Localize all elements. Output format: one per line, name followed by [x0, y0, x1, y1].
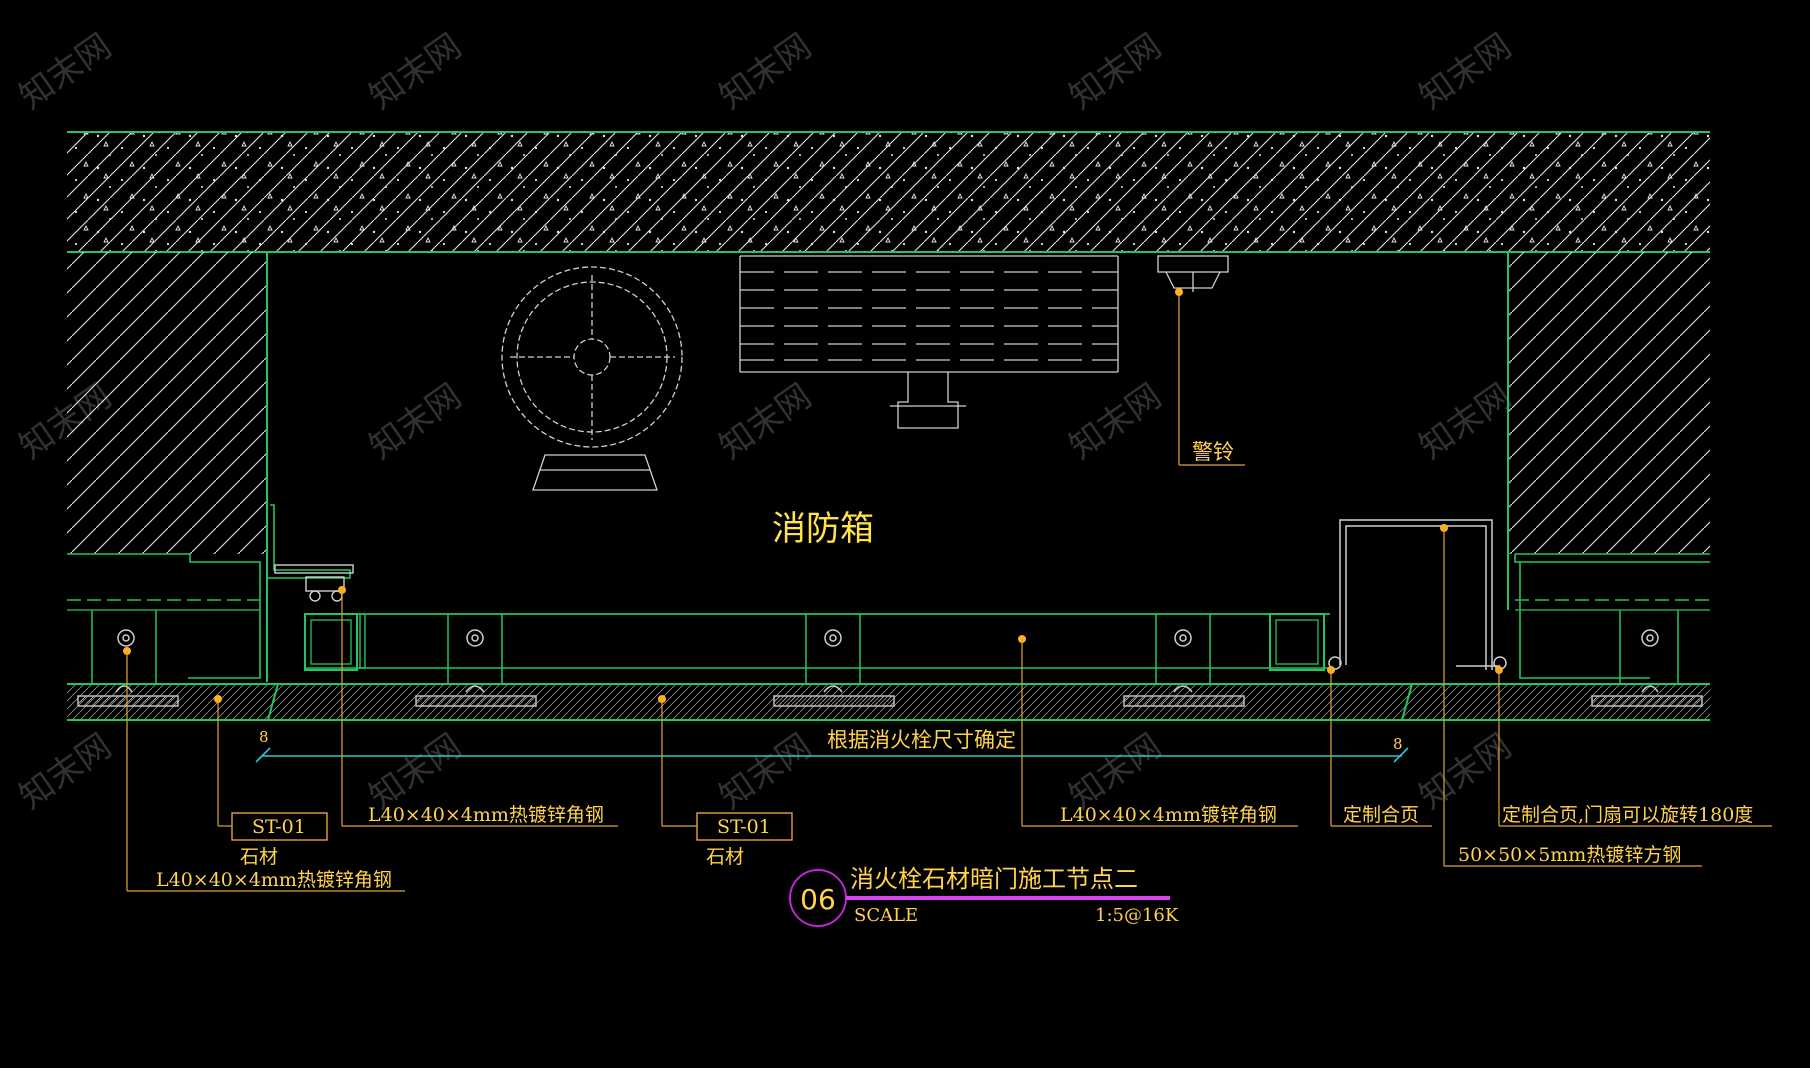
fire-box-label: 消防箱	[772, 509, 874, 549]
svg-text:石材: 石材	[706, 846, 744, 868]
svg-text:L40×40×4mm镀锌角钢: L40×40×4mm镀锌角钢	[1060, 804, 1277, 826]
callout-alarm-bell: 警铃	[1175, 288, 1245, 466]
svg-text:知末网: 知末网	[1412, 376, 1518, 467]
svg-text:50×50×5mm热镀锌方钢: 50×50×5mm热镀锌方钢	[1458, 844, 1681, 866]
svg-text:知末网: 知末网	[712, 376, 818, 467]
svg-text:知末网: 知末网	[12, 726, 118, 817]
svg-text:定制合页,门扇可以旋转180度: 定制合页,门扇可以旋转180度	[1502, 804, 1753, 826]
drawing-title: 消火栓石材暗门施工节点二	[850, 865, 1138, 893]
svg-text:8: 8	[1393, 735, 1403, 753]
scale-label: SCALE	[854, 905, 918, 926]
callout-square-steel: 50×50×5mm热镀锌方钢	[1440, 524, 1702, 867]
callout-angle-steel-left-bottom: L40×40×4mm热镀锌角钢	[123, 647, 405, 892]
callout-hinge-rotate: 定制合页,门扇可以旋转180度	[1495, 666, 1772, 827]
svg-text:根据消火栓尺寸确定: 根据消火栓尺寸确定	[827, 728, 1016, 752]
svg-text:L40×40×4mm热镀锌角钢: L40×40×4mm热镀锌角钢	[368, 804, 604, 826]
svg-text:知末网: 知末网	[1062, 26, 1168, 117]
hose-reel-icon	[501, 266, 683, 448]
callout-hinge-custom: 定制合页	[1327, 666, 1432, 827]
left-hinge	[274, 564, 354, 602]
callout-angle-steel-left-top: L40×40×4mm热镀锌角钢	[338, 586, 618, 827]
left-wall	[67, 252, 268, 682]
callout-angle-steel-center: L40×40×4mm镀锌角钢	[1018, 635, 1298, 827]
callout-st01-left: ST-01 石材	[214, 695, 328, 868]
svg-text:ST-01: ST-01	[252, 816, 306, 838]
square-steel-hinge-frame	[1328, 519, 1507, 670]
concrete-slab	[67, 131, 1710, 253]
hose-reel-base	[532, 454, 658, 491]
scale-value: 1:5@16K	[1095, 905, 1179, 926]
svg-text:知末网: 知末网	[362, 376, 468, 467]
svg-text:8: 8	[259, 728, 269, 746]
svg-text:知末网: 知末网	[712, 26, 818, 117]
svg-text:L40×40×4mm热镀锌角钢: L40×40×4mm热镀锌角钢	[156, 869, 392, 891]
callout-st01-center: ST-01 石材	[658, 695, 793, 868]
anchor-brackets	[77, 610, 1703, 707]
svg-text:知末网: 知末网	[1412, 26, 1518, 117]
svg-text:知末网: 知末网	[362, 26, 468, 117]
svg-text:警铃: 警铃	[1192, 440, 1234, 464]
title-block: 06 消火栓石材暗门施工节点二 SCALE 1:5@16K	[789, 865, 1179, 927]
svg-text:ST-01: ST-01	[717, 816, 771, 838]
door-steel-frame	[266, 504, 1330, 671]
svg-text:知末网: 知末网	[1062, 376, 1168, 467]
svg-text:石材: 石材	[240, 846, 278, 868]
alarm-bell-icon	[1157, 255, 1229, 292]
drawing-number: 06	[800, 883, 836, 916]
right-wall	[1507, 252, 1710, 679]
svg-text:知末网: 知末网	[12, 26, 118, 117]
svg-text:知末网: 知末网	[712, 726, 818, 817]
hose-rack-icon	[739, 255, 1119, 429]
svg-text:定制合页: 定制合页	[1343, 804, 1419, 826]
dimension-line: 8 8 根据消火栓尺寸确定	[255, 728, 1409, 763]
